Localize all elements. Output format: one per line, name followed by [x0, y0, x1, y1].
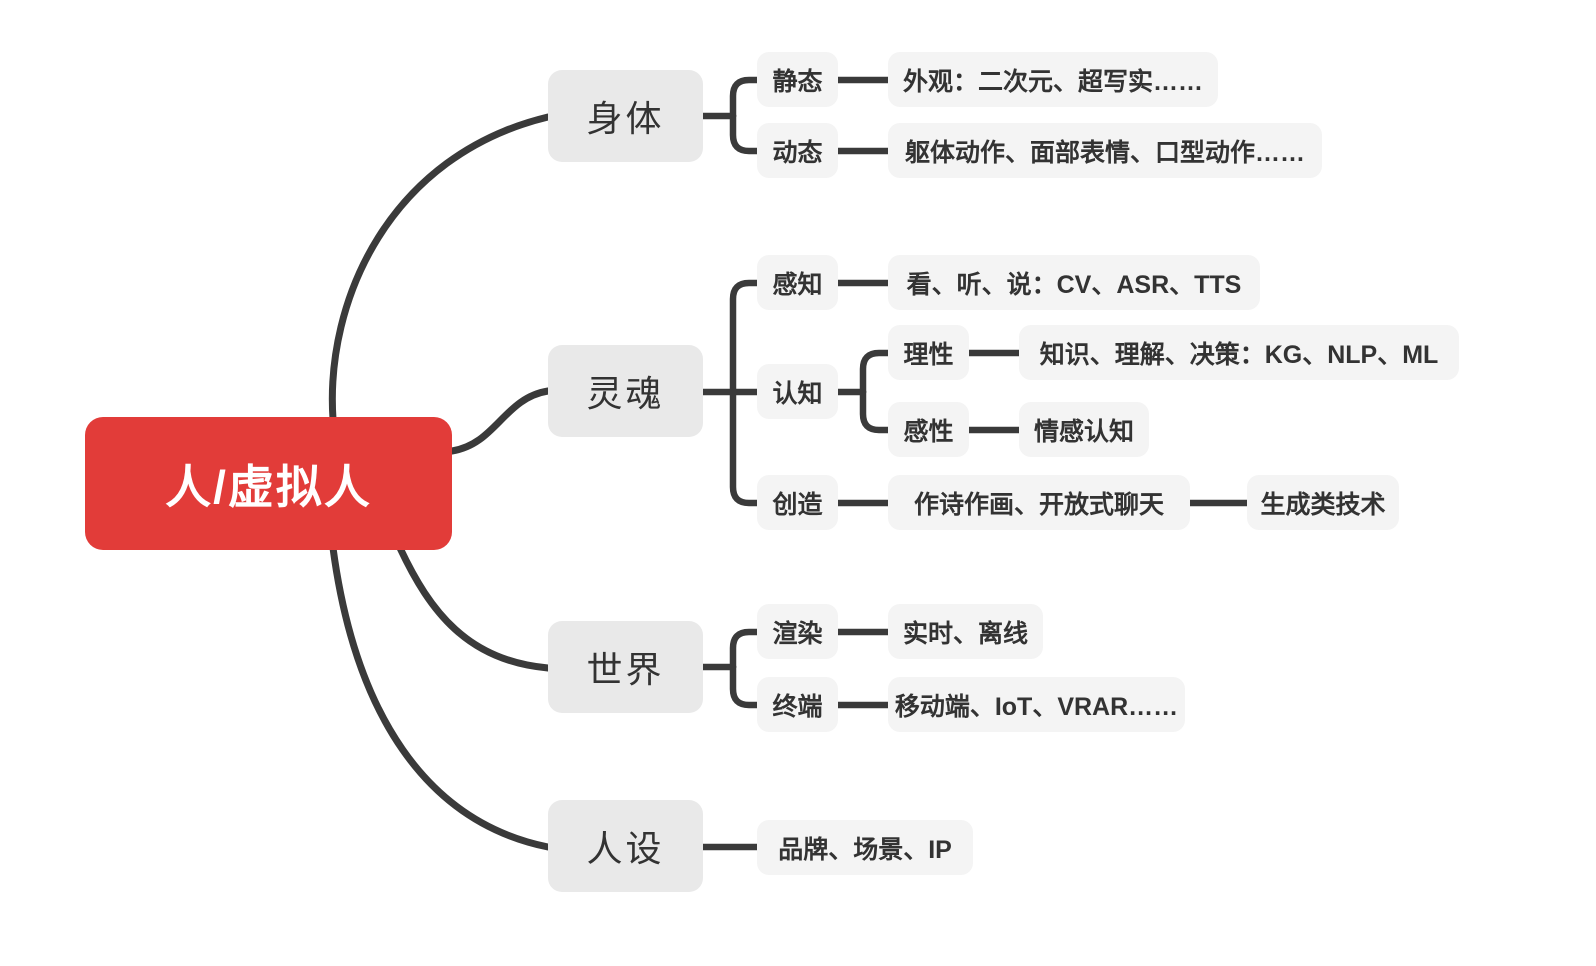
- node-persona[interactable]: 人设: [548, 800, 703, 892]
- connector-soul-creation: [729, 388, 761, 507]
- node-soul-creation[interactable]: 创造: [757, 475, 838, 530]
- node-body[interactable]: 身体: [548, 70, 703, 162]
- leaf-perception-cv-asr-tts[interactable]: 看、听、说：CV、ASR、TTS: [888, 255, 1260, 310]
- node-cognition-emotional[interactable]: 感性: [888, 402, 969, 457]
- connector-root-world: [396, 544, 552, 672]
- connector-body-static: [729, 76, 761, 120]
- leaf-dynamic-motion[interactable]: 躯体动作、面部表情、口型动作……: [888, 123, 1322, 178]
- leaf-rational-kg-nlp-ml[interactable]: 知识、理解、决策：KG、NLP、ML: [1019, 325, 1459, 380]
- node-world-terminal[interactable]: 终端: [757, 677, 838, 732]
- leaf-emotional-cognition[interactable]: 情感认知: [1019, 402, 1149, 457]
- connector-root-body: [328, 113, 552, 423]
- leaf-persona-brand-scene-ip[interactable]: 品牌、场景、IP: [757, 820, 973, 875]
- leaf-creation-generative-tech[interactable]: 生成类技术: [1247, 475, 1399, 530]
- node-cognition-rational[interactable]: 理性: [888, 325, 969, 380]
- node-world[interactable]: 世界: [548, 621, 703, 713]
- connector-cognition-emotional: [859, 388, 892, 434]
- connector-root-persona: [329, 544, 552, 851]
- node-soul[interactable]: 灵魂: [548, 345, 703, 437]
- node-world-render[interactable]: 渲染: [757, 604, 838, 659]
- connector-world-render: [729, 628, 761, 671]
- connector-world-terminal: [729, 663, 761, 709]
- node-soul-perception[interactable]: 感知: [757, 255, 838, 310]
- connector-body-dynamic: [729, 112, 761, 155]
- connector-soul-perception: [729, 279, 761, 396]
- connector-cognition-rational: [859, 349, 892, 396]
- leaf-render-realtime-offline[interactable]: 实时、离线: [888, 604, 1043, 659]
- connector-root-soul: [448, 387, 552, 455]
- node-body-static[interactable]: 静态: [757, 52, 838, 107]
- node-root[interactable]: 人/虚拟人: [85, 417, 452, 550]
- node-soul-cognition[interactable]: 认知: [757, 364, 838, 419]
- leaf-terminal-devices[interactable]: 移动端、IoT、VRAR……: [888, 677, 1185, 732]
- node-body-dynamic[interactable]: 动态: [757, 123, 838, 178]
- leaf-creation-chat[interactable]: 作诗作画、开放式聊天: [888, 475, 1190, 530]
- leaf-static-appearance[interactable]: 外观：二次元、超写实……: [888, 52, 1218, 107]
